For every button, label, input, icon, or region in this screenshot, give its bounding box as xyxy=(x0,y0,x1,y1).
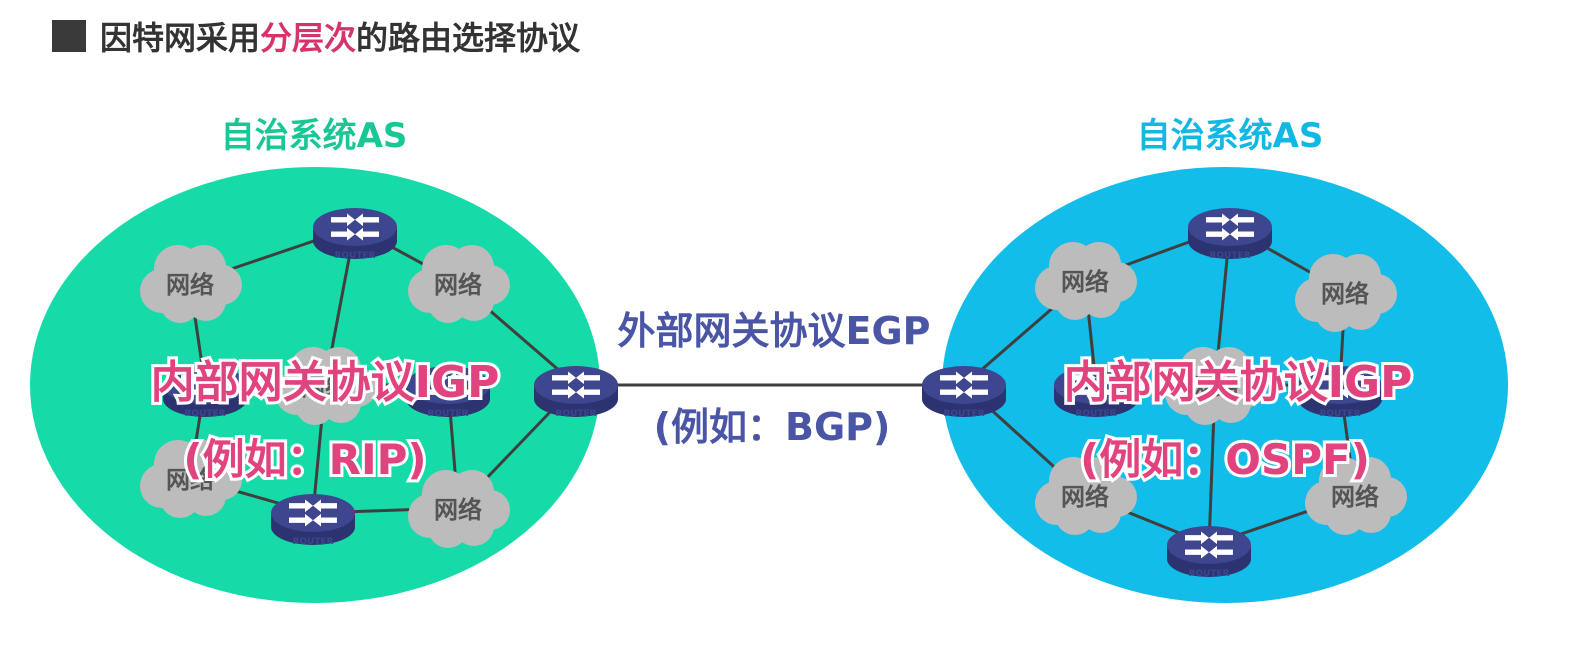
router-label: ROUTER xyxy=(1209,251,1250,261)
router-icon xyxy=(922,366,1006,404)
network-label: 网络 xyxy=(1061,268,1109,296)
left-router-bottom: ROUTER xyxy=(271,494,355,547)
router-label: ROUTER xyxy=(292,537,333,547)
router-icon xyxy=(271,494,355,532)
router-icon xyxy=(1188,208,1272,246)
left-network-2-cloud: 网络 xyxy=(408,245,510,323)
left-network-5-cloud: 网络 xyxy=(408,470,510,548)
right-router-top: ROUTER xyxy=(1188,208,1272,261)
router-icon xyxy=(1167,526,1251,564)
title-text: 因特网采用分层次的路由选择协议 xyxy=(100,19,581,57)
left-router-top: ROUTER xyxy=(313,208,397,261)
router-label: ROUTER xyxy=(334,251,375,261)
network-label: 网络 xyxy=(1331,483,1379,511)
egp-example: (例如：BGP) xyxy=(654,405,891,449)
right-network-3-cloud: 网络 xyxy=(1165,347,1267,425)
page-title: 因特网采用分层次的路由选择协议 xyxy=(52,16,581,57)
left-network-4-cloud: 网络 xyxy=(140,440,242,518)
right-network-4-cloud: 网络 xyxy=(1035,457,1137,535)
router-label: ROUTER xyxy=(427,409,468,419)
left-router-mid2: ROUTER xyxy=(406,366,490,419)
right-igp-label: 内部网关协议IGP xyxy=(1064,357,1413,408)
network-label: 网络 xyxy=(166,466,214,494)
egp-label: 外部网关协议EGP xyxy=(618,309,931,353)
network-label: 网络 xyxy=(434,496,482,524)
title-bullet-icon xyxy=(52,20,86,52)
right-router-mid1: ROUTER xyxy=(1054,366,1138,419)
left-igp-label: 内部网关协议IGP xyxy=(151,357,500,408)
router-label: ROUTER xyxy=(555,409,596,419)
right-router-bottom: ROUTER xyxy=(1167,526,1251,579)
router-label: ROUTER xyxy=(1188,569,1229,579)
router-label: ROUTER xyxy=(184,409,225,419)
left-network-1-cloud: 网络 xyxy=(140,245,242,323)
left-router-mid1: ROUTER xyxy=(163,366,247,419)
right-igp-example: (例如：OSPF) xyxy=(1080,435,1370,484)
right-network-1-cloud: 网络 xyxy=(1035,242,1137,320)
network-label: 网络 xyxy=(1061,483,1109,511)
title-highlight: 分层次 xyxy=(260,19,357,57)
router-label: ROUTER xyxy=(1075,409,1116,419)
right-network-2-cloud: 网络 xyxy=(1295,254,1397,332)
left-igp-example: (例如：RIP) xyxy=(183,435,426,484)
network-label: 网络 xyxy=(1321,280,1369,308)
right-network-5-cloud: 网络 xyxy=(1305,457,1407,535)
right-as-label: 自治系统AS xyxy=(1137,116,1324,156)
left-network-3-cloud: 网络 xyxy=(275,347,377,425)
right-router-mid2: ROUTER xyxy=(1298,366,1382,419)
left-as-label: 自治系统AS xyxy=(221,116,408,156)
router-icon xyxy=(313,208,397,246)
router-label: ROUTER xyxy=(1319,409,1360,419)
network-label: 网络 xyxy=(166,271,214,299)
left-router-border: ROUTER xyxy=(534,366,618,419)
network-label: 网络 xyxy=(1191,373,1239,401)
router-icon xyxy=(534,366,618,404)
network-label: 网络 xyxy=(434,271,482,299)
right-router-border: ROUTER xyxy=(922,366,1006,419)
network-label: 网络 xyxy=(301,373,349,401)
router-label: ROUTER xyxy=(943,409,984,419)
